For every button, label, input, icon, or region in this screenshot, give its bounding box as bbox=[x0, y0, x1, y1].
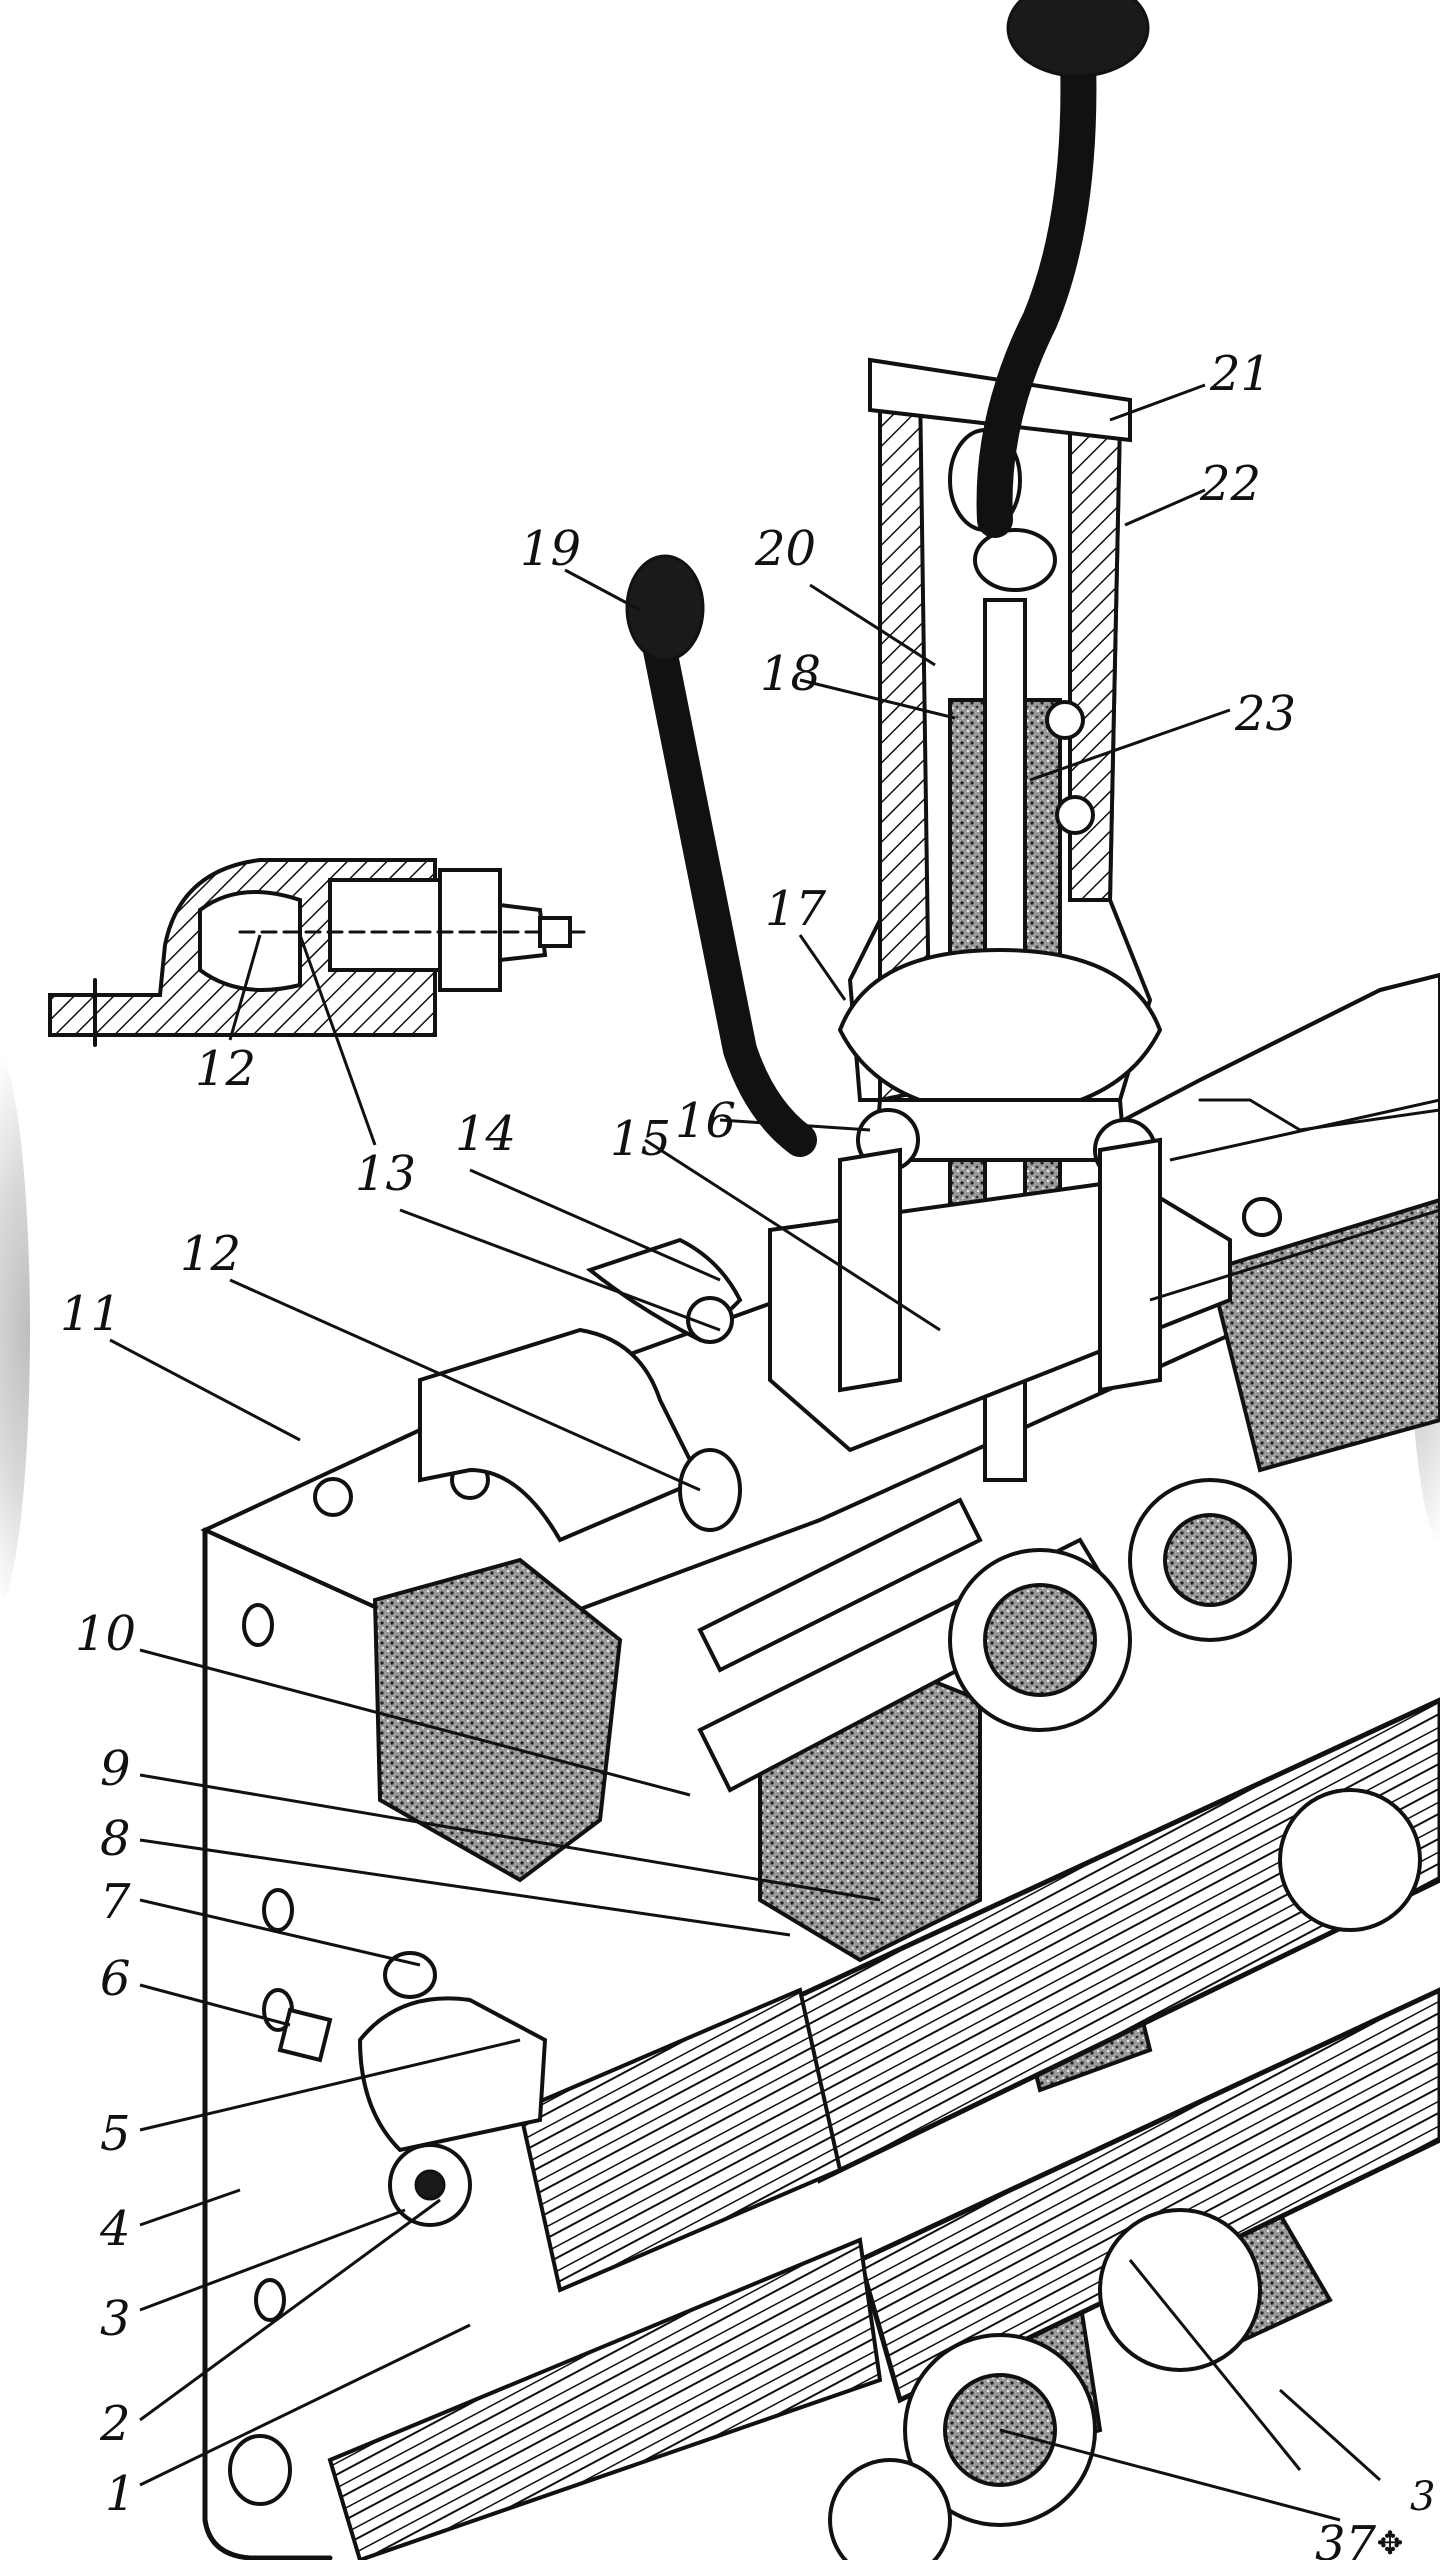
gear-lever-main bbox=[976, 0, 1150, 538]
callout-3-right: 3 bbox=[1410, 2474, 1435, 2520]
lever-knob-top bbox=[1006, 0, 1150, 78]
callout-37: 37 bbox=[1315, 2516, 1377, 2560]
callout-11: 11 bbox=[60, 1286, 121, 1342]
callout-4: 4 bbox=[99, 2201, 131, 2257]
lever-knob-19 bbox=[625, 554, 705, 662]
callout-3: 3 bbox=[100, 2291, 131, 2347]
callout-13: 13 bbox=[355, 1146, 416, 1202]
detail-inset-detent bbox=[48, 858, 592, 1047]
callout-12-inset: 12 bbox=[195, 1041, 256, 1097]
callout-2: 2 bbox=[99, 2396, 131, 2452]
callout-labels: 1 2 3 4 5 6 7 8 9 10 11 12 12 13 14 15 1… bbox=[60, 346, 1435, 2560]
detent-housing bbox=[418, 1237, 743, 1543]
move-arrows-icon[interactable]: ✥ bbox=[1376, 2524, 1404, 2562]
callout-15: 15 bbox=[610, 1111, 671, 1167]
callout-1: 1 bbox=[105, 2466, 136, 2522]
callout-9: 9 bbox=[100, 1741, 131, 1797]
callout-12-main: 12 bbox=[180, 1226, 241, 1282]
callout-7: 7 bbox=[100, 1874, 131, 1930]
callout-23: 23 bbox=[1234, 686, 1296, 742]
callout-10: 10 bbox=[75, 1606, 136, 1662]
gear-wheels bbox=[828, 1478, 1422, 2560]
leader-lines bbox=[109, 383, 1440, 2522]
callout-20: 20 bbox=[754, 521, 816, 577]
callout-5: 5 bbox=[100, 2106, 131, 2162]
callout-6: 6 bbox=[100, 1951, 131, 2007]
end-cover-assembly bbox=[228, 1951, 548, 2506]
callout-18: 18 bbox=[760, 646, 821, 702]
callout-19: 19 bbox=[520, 521, 581, 577]
shift-lever-tower bbox=[768, 357, 1282, 1482]
callout-14: 14 bbox=[455, 1106, 516, 1162]
range-lever bbox=[625, 554, 817, 1157]
callout-22: 22 bbox=[1199, 456, 1261, 512]
callout-17: 17 bbox=[765, 881, 827, 937]
callout-16: 16 bbox=[675, 1093, 736, 1149]
callout-21: 21 bbox=[1209, 346, 1271, 402]
callout-8: 8 bbox=[100, 1811, 131, 1867]
